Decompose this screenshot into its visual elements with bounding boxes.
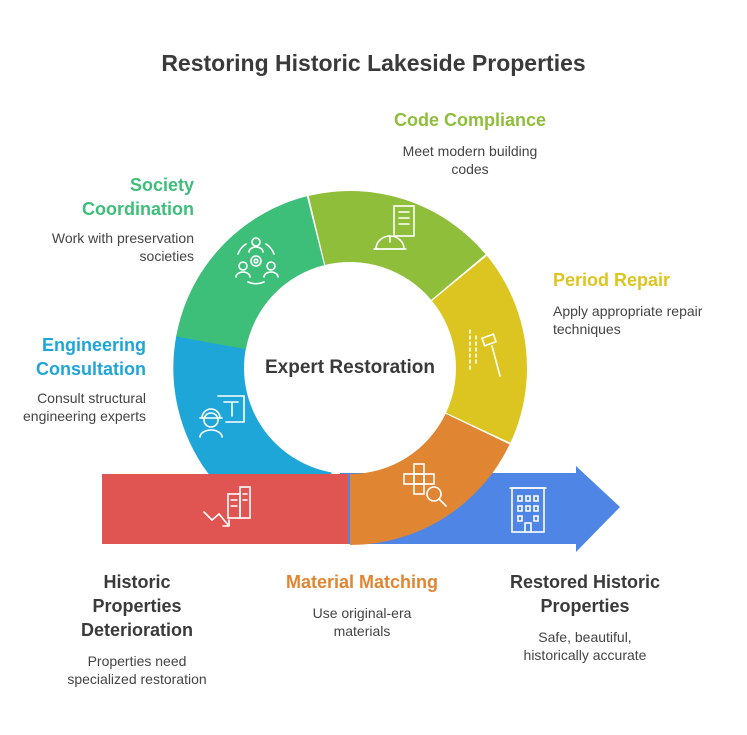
society-title-line2: Coordination [82, 199, 194, 219]
society-label: Society Coordination Work with preservat… [20, 173, 194, 265]
period-desc-line2: techniques [553, 321, 621, 337]
building-helmet-icon [373, 205, 415, 250]
diagram-title: Restoring Historic Lakeside Properties [161, 50, 586, 76]
society-desc-line1: Work with preservation [51, 230, 194, 246]
engineering-title-line1: Engineering [41, 335, 146, 355]
restored-title-line1: Restored Historic [509, 572, 661, 592]
material-desc-line1: Use original-era [312, 605, 412, 621]
restored-title-line2: Properties [540, 596, 630, 616]
code-label: Code Compliance Meet modern building cod… [355, 108, 585, 178]
deterioration-bar [102, 474, 348, 544]
center-label: Expert Restoration [265, 357, 435, 378]
people-gear-icon [235, 237, 279, 285]
material-label: Material Matching Use original-era mater… [262, 570, 462, 640]
deterioration-desc-line2: specialized restoration [67, 671, 207, 687]
segment-material [350, 413, 510, 545]
material-title: Material Matching [285, 572, 439, 592]
deterioration-title-line1: Historic [103, 572, 171, 592]
period-title: Period Repair [553, 270, 671, 290]
segment-period [432, 255, 527, 443]
deterioration-label: Historic Properties Deterioration Proper… [47, 570, 227, 688]
period-label: Period Repair Apply appropriate repair t… [553, 268, 743, 338]
segment-code [308, 191, 486, 300]
deterioration-desc-line1: Properties need [87, 653, 187, 669]
code-title: Code Compliance [393, 110, 547, 130]
hammer-icon [469, 329, 501, 377]
restored-desc-line1: Safe, beautiful, [538, 629, 632, 645]
deterioration-title-line2: Properties [92, 596, 182, 616]
engineering-title-line2: Consultation [36, 359, 146, 379]
society-title-line1: Society [129, 175, 194, 195]
code-desc-line2: codes [451, 161, 489, 177]
decline-building-icon [203, 486, 251, 527]
restored-label: Restored Historic Properties Safe, beaut… [490, 570, 680, 664]
engineering-label: Engineering Consultation Consult structu… [4, 333, 146, 425]
engineering-desc-line2: engineering experts [23, 408, 146, 424]
deterioration-title-line3: Deterioration [80, 620, 194, 640]
building-icon [509, 487, 547, 533]
engineering-desc-line1: Consult structural [37, 390, 146, 406]
code-desc-line1: Meet modern building [402, 143, 538, 159]
segment-society [176, 196, 325, 350]
society-desc-line2: societies [139, 248, 194, 264]
engineer-blueprint-icon [199, 395, 245, 438]
period-desc-line1: Apply appropriate repair [553, 303, 703, 319]
material-desc-line2: materials [333, 623, 391, 639]
tiles-magnifier-icon [403, 463, 447, 507]
restored-desc-line2: historically accurate [523, 647, 647, 663]
